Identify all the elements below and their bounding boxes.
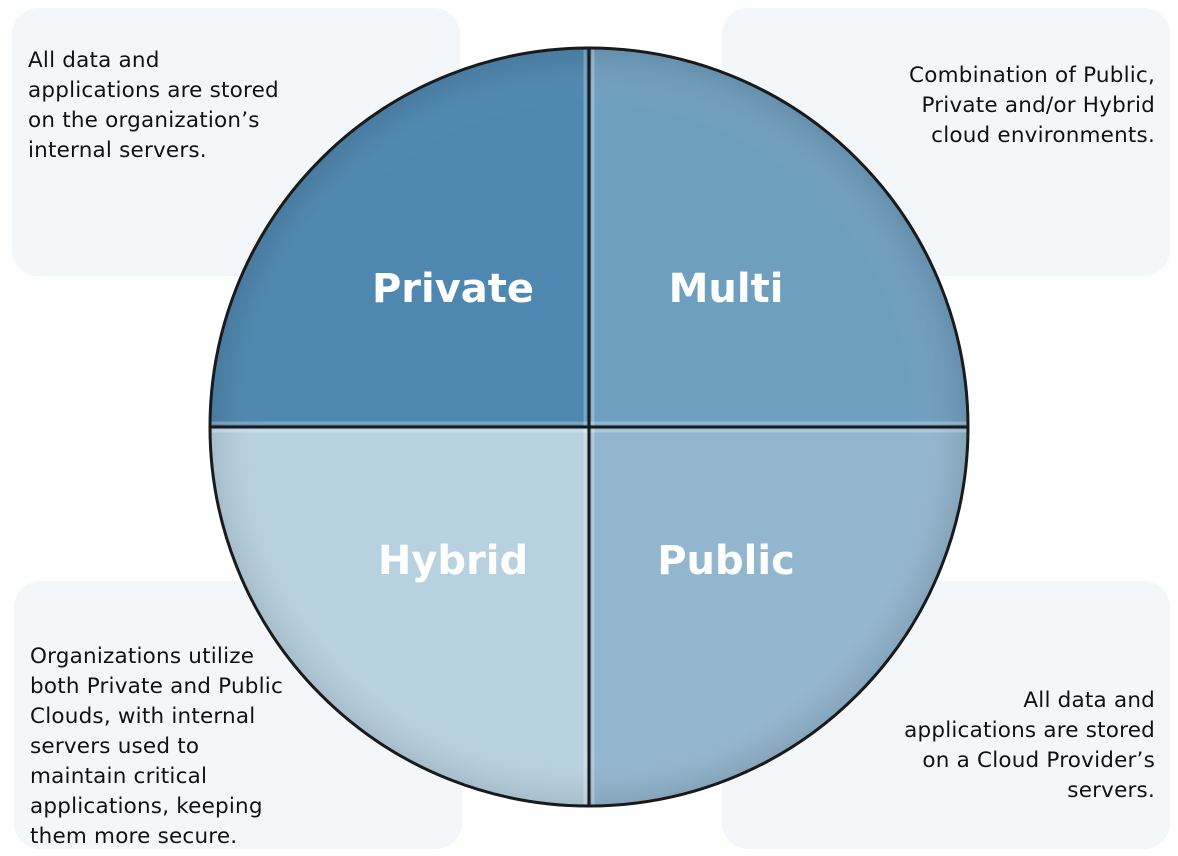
description-line: internal servers. [28, 138, 207, 163]
description-line: cloud environments. [931, 123, 1155, 148]
description-line: Private and/or Hybrid [921, 93, 1155, 118]
description-line: applications are stored [28, 78, 279, 103]
public-description: All data and applications are stored on … [904, 686, 1155, 806]
description-line: All data and [1023, 688, 1155, 713]
multi-label: Multi [669, 266, 784, 312]
private-label: Private [372, 266, 534, 312]
description-line: servers. [1067, 778, 1155, 803]
description-line: All data and [28, 48, 160, 73]
description-line: servers used to [30, 734, 200, 759]
private-description: All data and applications are stored on … [28, 46, 279, 166]
description-line: applications are stored [904, 718, 1155, 743]
circle-outline [208, 46, 970, 808]
description-line: applications, keeping [30, 794, 263, 819]
description-line: them more secure. [30, 824, 238, 849]
public-label: Public [657, 538, 795, 584]
description-line: Organizations utilize [30, 644, 255, 669]
hybrid-description: Organizations utilize both Private and P… [30, 642, 283, 852]
description-line: on a Cloud Provider’s [922, 748, 1155, 773]
description-line: both Private and Public [30, 674, 283, 699]
description-line: maintain critical [30, 764, 208, 789]
multi-description: Combination of Public, Private and/or Hy… [909, 61, 1155, 151]
description-line: Clouds, with internal [30, 704, 256, 729]
description-line: Combination of Public, [909, 63, 1155, 88]
hybrid-label: Hybrid [378, 538, 528, 584]
description-line: on the organization’s [28, 108, 260, 133]
